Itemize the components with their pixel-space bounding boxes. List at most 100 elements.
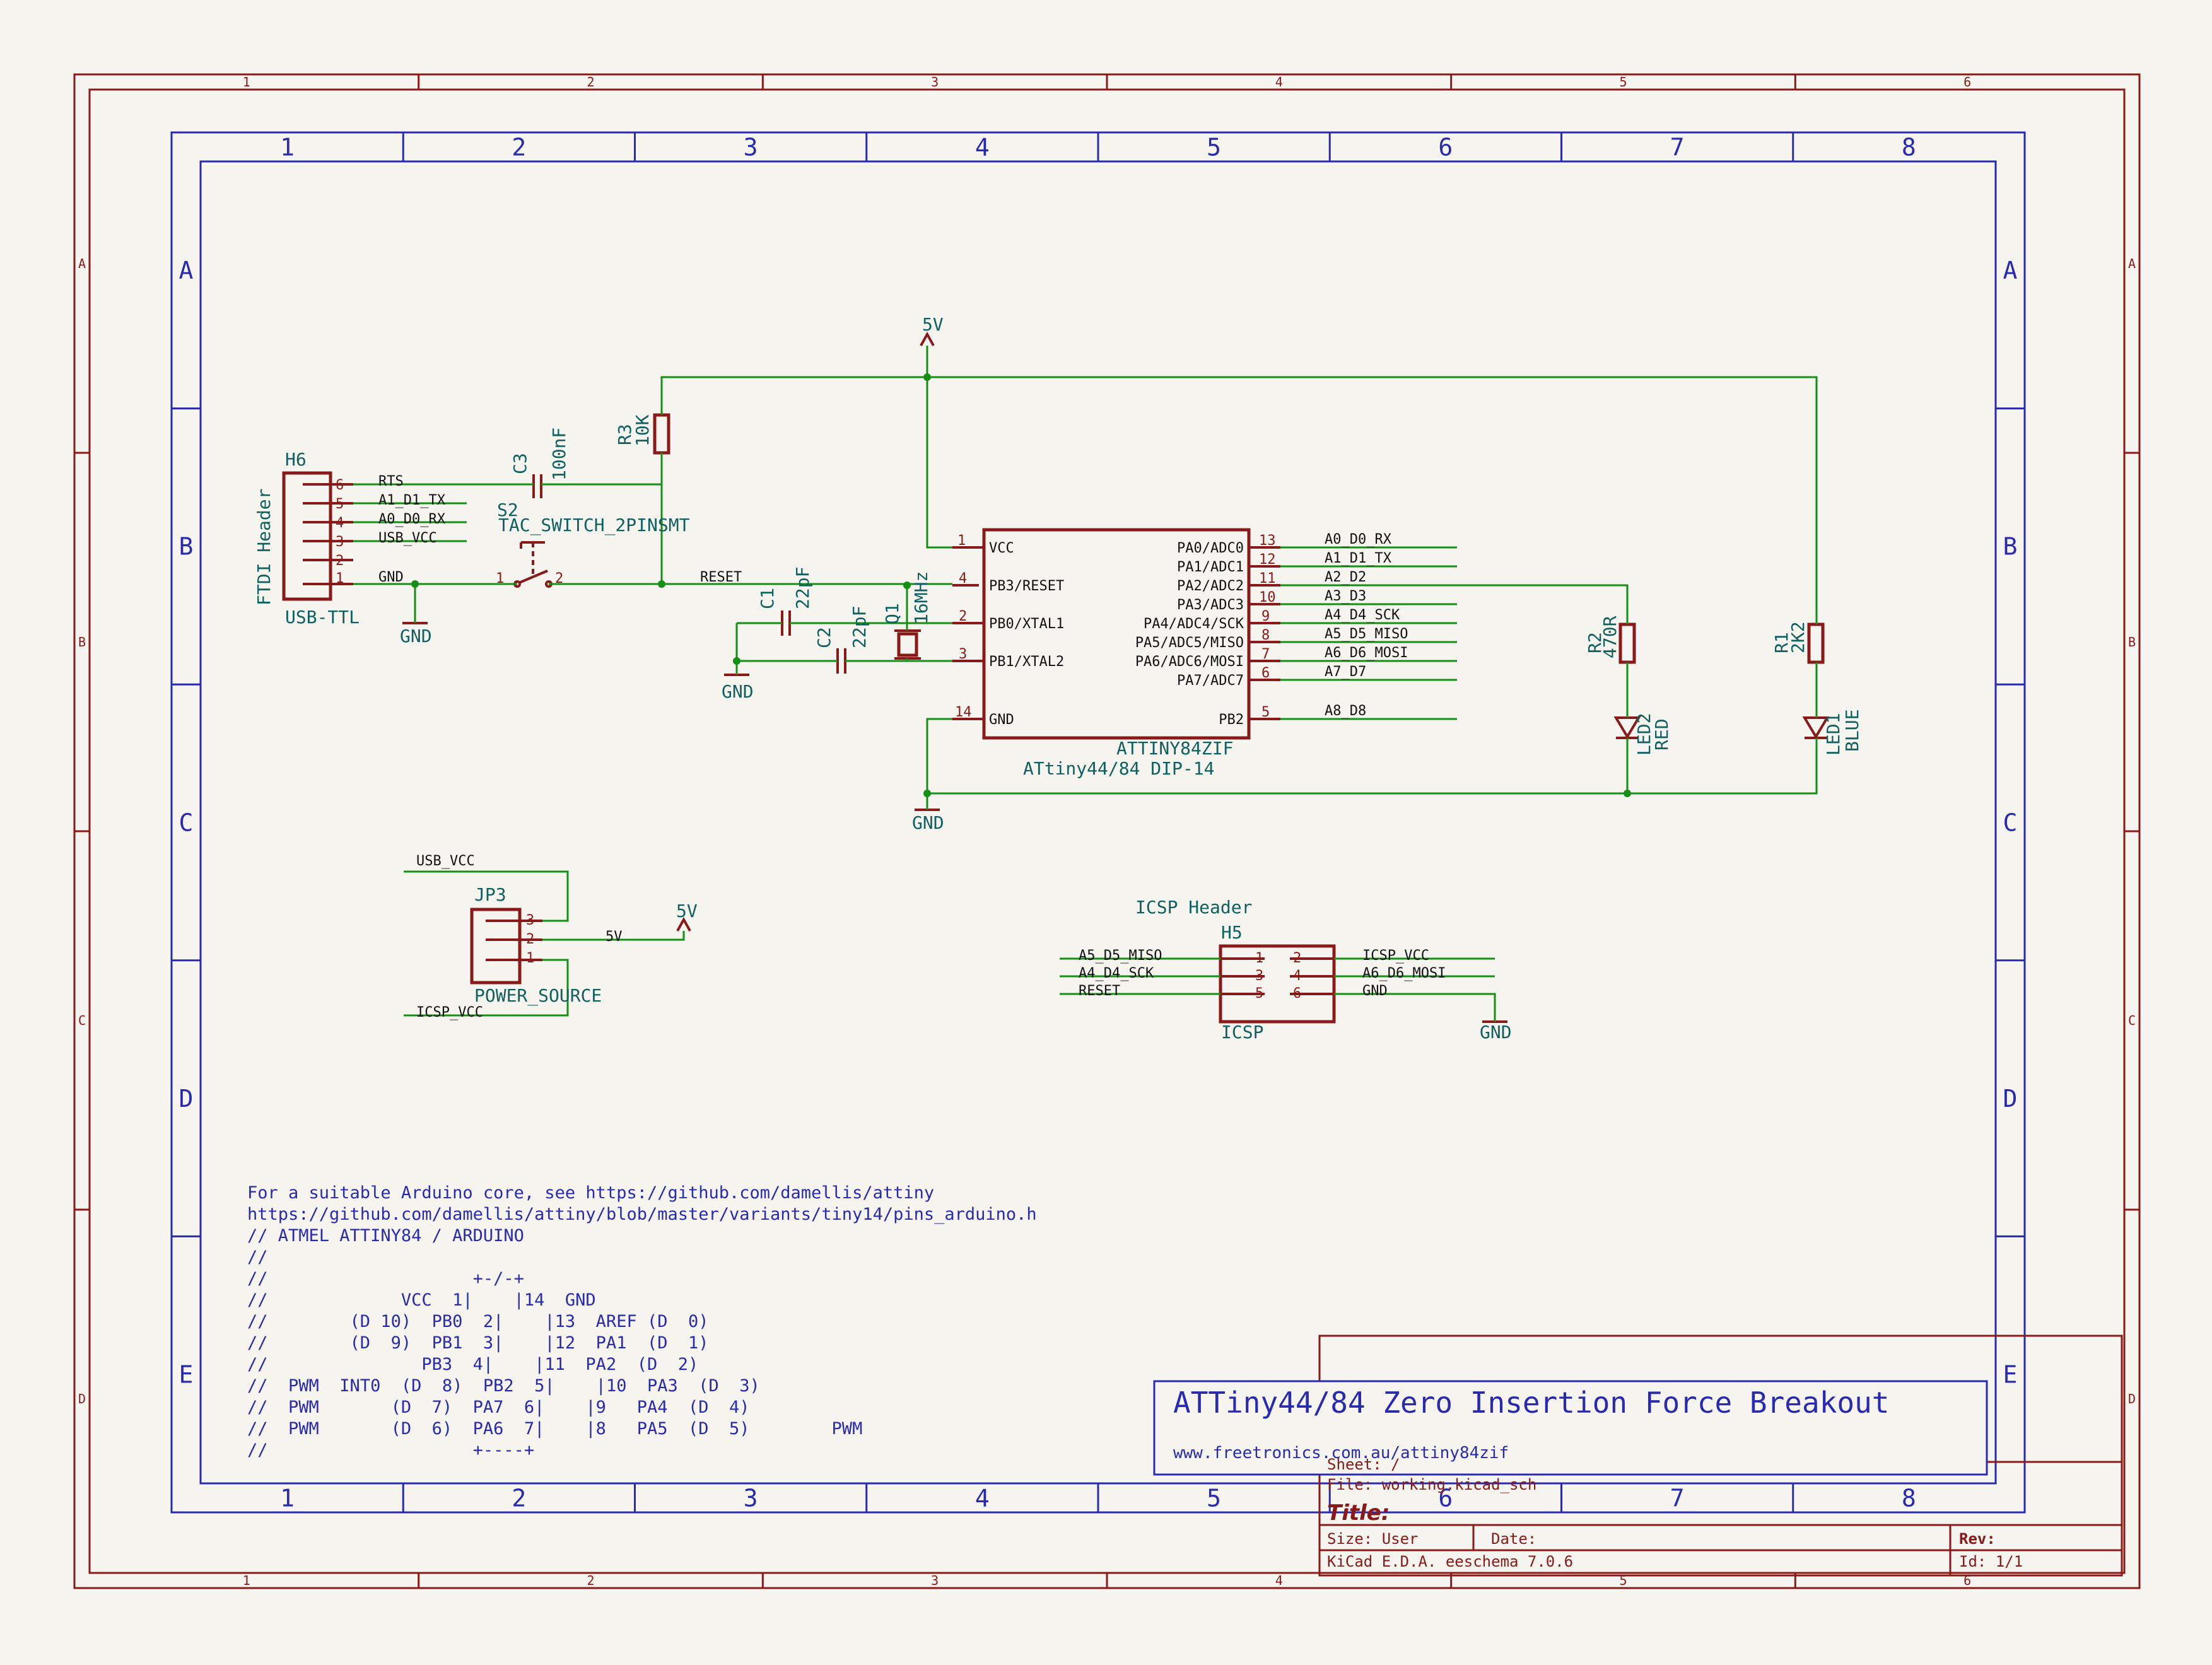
component-value: 22pF	[792, 567, 813, 609]
frame-column-label: 2	[512, 133, 526, 161]
note-line: // PWM (D 6) PA6 7| |8 PA5 (D 5) PWM	[247, 1419, 862, 1439]
note-line: // PWM INT0 (D 8) PB2 5| |10 PA3 (D 3)	[247, 1376, 760, 1396]
net-label: A6_D6_MOSI	[1362, 966, 1446, 981]
r3-symbol	[653, 413, 670, 455]
pin-name: PA3/ADC3	[1177, 597, 1244, 613]
note-line: // PWM (D 7) PA7 6| |9 PA4 (D 4)	[247, 1398, 750, 1417]
project-title: ATTiny44/84 Zero Insertion Force Breakou…	[1173, 1386, 1889, 1420]
pin-number: 2	[959, 609, 967, 624]
frame-column-label: 1	[280, 133, 295, 161]
frame-row-label: A	[78, 256, 86, 271]
component-value: BLUE	[1842, 710, 1863, 752]
component-value: 2K2	[1788, 621, 1808, 653]
r1-symbol	[1807, 622, 1825, 664]
note-line: // VCC 1| |14 GND	[247, 1290, 596, 1310]
note-line: // (D 10) PB0 2| |13 AREF (D 0)	[247, 1312, 709, 1331]
pin-number: 7	[1261, 646, 1270, 662]
note-line: //	[247, 1247, 268, 1267]
component-ref: R3	[614, 424, 635, 445]
component-value: 22pF	[849, 606, 870, 648]
component-footprint: ATtiny44/84 DIP-14	[1023, 758, 1214, 779]
net-label: USB_VCC	[378, 530, 437, 546]
component-ref: LED1	[1823, 713, 1844, 756]
pin-number: 6	[336, 477, 344, 493]
file-name: File: working.kicad_sch	[1327, 1476, 1536, 1493]
component-ref: C2	[814, 627, 834, 648]
frame-column-label: 5	[1207, 133, 1221, 161]
pin-number: 11	[1259, 571, 1276, 587]
frame-column-label: 3	[744, 1484, 758, 1512]
component-value: 10K	[632, 414, 653, 447]
id-label: Id: 1/1	[1959, 1553, 2023, 1570]
pin-name: PA6/ADC6/MOSI	[1135, 654, 1244, 670]
frame-row-label: D	[2128, 1391, 2136, 1406]
frame-column-label: 4	[1275, 1573, 1283, 1588]
title-label: Title:	[1327, 1500, 1390, 1526]
h6-symbol	[282, 471, 332, 601]
note-line: // ATMEL ATTINY84 / ARDUINO	[247, 1226, 524, 1246]
component-value: ICSP	[1221, 1022, 1263, 1043]
frame-column-label: 3	[931, 74, 939, 90]
net-label: RESET	[700, 570, 742, 585]
net-label: A1_D1_TX	[1325, 551, 1392, 566]
pin-number: 1	[336, 571, 344, 587]
pin-number: 3	[959, 646, 967, 662]
q1-symbol	[897, 632, 918, 657]
net-label: GND	[378, 570, 404, 585]
power-gnd-label: GND	[722, 681, 754, 702]
pin-name: PB0/XTAL1	[989, 616, 1064, 632]
pin-number: 2	[526, 932, 534, 947]
pin-number: 2	[336, 553, 344, 569]
net-label: A7_D7	[1325, 664, 1366, 680]
note-line: // PB3 4| |11 PA2 (D 2)	[247, 1355, 698, 1374]
pin-number: 6	[1261, 665, 1270, 681]
power-5v-label: 5V	[676, 901, 698, 921]
frame-row-label: D	[78, 1391, 86, 1406]
frame-row-label: A	[2128, 256, 2136, 271]
pin-number: 3	[526, 913, 534, 928]
frame-row-label: E	[179, 1361, 194, 1389]
pin-name: PA5/ADC5/MISO	[1135, 635, 1244, 651]
net-label: A2_D2	[1325, 570, 1366, 585]
component-value: 16MHz	[911, 571, 932, 624]
frame-column-label: 6	[1438, 133, 1453, 161]
net-label: RTS	[378, 474, 404, 489]
pin-number: 14	[955, 704, 972, 720]
component-ref: JP3	[474, 884, 506, 905]
frame-row-label: C	[78, 1013, 86, 1028]
arduino-notes: For a suitable Arduino core, see https:/…	[247, 1183, 1037, 1460]
frame-row-label: B	[2128, 634, 2136, 650]
note-line: // +----+	[247, 1440, 534, 1460]
net-label: A5_D5_MISO	[1325, 626, 1408, 642]
frame-row-label: A	[2003, 257, 2018, 284]
rev-label: Rev:	[1959, 1530, 1996, 1548]
net-label: A4_D4_SCK	[1079, 966, 1154, 981]
component-value: 470R	[1600, 616, 1620, 658]
net-label: A3_D3	[1325, 588, 1366, 604]
net-label: A8_D8	[1325, 703, 1366, 719]
pin-number: 6	[1293, 986, 1301, 1002]
frame-row-label: B	[2003, 533, 2018, 561]
component-value: ATTINY84ZIF	[1116, 738, 1233, 759]
net-label: GND	[1362, 983, 1388, 999]
pin-name: VCC	[989, 540, 1014, 556]
frame-column-label: 7	[1670, 133, 1685, 161]
net-label: 5V	[606, 929, 623, 945]
pin-number: 1	[1255, 950, 1263, 966]
note-line: https://github.com/damellis/attiny/blob/…	[247, 1205, 1037, 1224]
frame-row-label: C	[2128, 1013, 2136, 1028]
frame-column-label: 8	[1902, 133, 1916, 161]
frame-row-label: A	[179, 257, 194, 284]
pin-name: PA4/ADC4/SCK	[1144, 616, 1244, 632]
pin-number: 10	[1259, 590, 1276, 605]
frame-column-label: 1	[243, 74, 250, 90]
component-ref: H6	[285, 449, 307, 470]
component-ref: LED2	[1634, 713, 1654, 756]
component-ref: R2	[1584, 632, 1605, 653]
frame-column-label: 8	[1902, 1484, 1916, 1512]
pin-name: PB1/XTAL2	[989, 654, 1064, 670]
component-value: USB-TTL	[285, 607, 360, 628]
date-label: Date:	[1491, 1530, 1536, 1548]
pin-name: PA0/ADC0	[1177, 540, 1244, 556]
net-label: A0_D0_RX	[378, 511, 446, 527]
